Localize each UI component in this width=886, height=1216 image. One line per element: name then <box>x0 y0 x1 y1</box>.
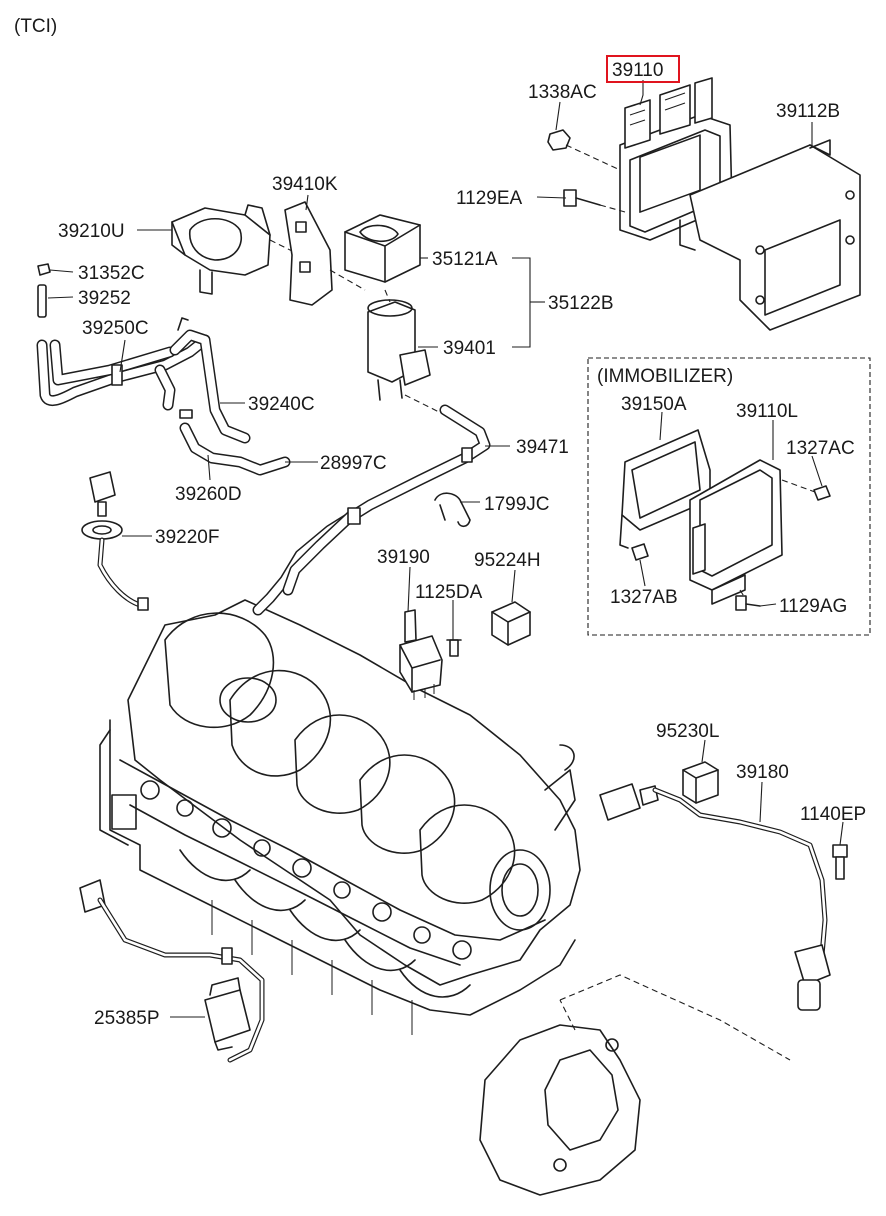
part-label-imm-bracket[interactable]: 39150A <box>621 394 687 415</box>
sensor-25385p-drawing <box>79 879 265 1063</box>
part-label-39252[interactable]: 39252 <box>78 288 131 309</box>
sensor-39220f-drawing <box>81 471 149 611</box>
part-label-39260d[interactable]: 39260D <box>175 484 242 505</box>
part-label-imm-nut-b[interactable]: 1327AB <box>610 587 678 608</box>
part-label-25385p[interactable]: 25385P <box>94 1008 160 1029</box>
part-label-1140ep[interactable]: 1140EP <box>800 804 866 825</box>
valve-39401-drawing <box>367 289 431 401</box>
relay-39190-drawing <box>399 609 443 700</box>
part-label-39240c[interactable]: 39240C <box>248 394 315 415</box>
part-label-ecm-bolt[interactable]: 1129EA <box>456 188 523 209</box>
part-label-imm-nut-a[interactable]: 1327AC <box>786 438 855 459</box>
nut-1338ac-drawing <box>547 129 621 171</box>
immobilizer-title: (IMMOBILIZER) <box>597 366 733 387</box>
immobilizer-ecm-drawing <box>689 459 816 605</box>
hose-39471-drawing <box>252 394 491 616</box>
leader-lines <box>47 80 844 1018</box>
immobilizer-group-box <box>587 357 871 636</box>
part-label-35122b[interactable]: 35122B <box>548 293 614 314</box>
cover-35121a-drawing <box>344 214 421 283</box>
part-label-imm-bolt[interactable]: 1129AG <box>779 596 847 617</box>
sensor-39180-drawing <box>599 783 831 1011</box>
bracket-39410k-drawing <box>284 201 366 306</box>
relay-95224h-drawing <box>491 601 531 646</box>
engine-block-drawing <box>99 599 791 1196</box>
nut-1327ac-drawing <box>813 485 831 501</box>
part-label-ecm[interactable]: 39110 <box>612 60 663 81</box>
ecm-highlight-box[interactable] <box>606 55 680 83</box>
part-label-39250c[interactable]: 39250C <box>82 318 149 339</box>
part-label-39180[interactable]: 39180 <box>736 762 789 783</box>
bolt-1125da-drawing <box>446 639 462 657</box>
part-label-39190[interactable]: 39190 <box>377 547 430 568</box>
relay-95230l-drawing <box>682 761 719 804</box>
variant-label: (TCI) <box>14 16 57 37</box>
part-label-95230l[interactable]: 95230L <box>656 721 719 742</box>
part-label-95224h[interactable]: 95224H <box>474 550 541 571</box>
ecm-bracket-drawing <box>679 139 861 331</box>
part-label-39410k[interactable]: 39410K <box>272 174 338 195</box>
part-label-1125da[interactable]: 1125DA <box>415 582 483 603</box>
valve-39210u-drawing <box>171 204 301 295</box>
part-label-35121a[interactable]: 35121A <box>432 249 498 270</box>
bolt-1129ag-drawing <box>735 595 761 611</box>
part-label-31352c[interactable]: 31352C <box>78 263 145 284</box>
small-clamp-pipe-drawing <box>37 263 51 318</box>
part-label-39210u[interactable]: 39210U <box>58 221 125 242</box>
part-label-imm-ecm[interactable]: 39110L <box>736 401 798 422</box>
part-label-1799jc[interactable]: 1799JC <box>484 494 550 515</box>
clip-1799jc-drawing <box>434 492 471 528</box>
bolt-1140ep-drawing <box>832 844 848 880</box>
part-label-ecm-nut[interactable]: 1338AC <box>528 82 597 103</box>
hose-group-drawing <box>36 317 291 476</box>
bolt-1129ea-drawing <box>563 189 626 213</box>
part-label-39220f[interactable]: 39220F <box>155 527 219 548</box>
part-label-39401[interactable]: 39401 <box>443 338 496 359</box>
part-label-ecm-bracket[interactable]: 39112B <box>776 101 840 122</box>
part-label-28997c[interactable]: 28997C <box>320 453 387 474</box>
nut-1327ab-drawing <box>631 543 649 561</box>
part-label-39471[interactable]: 39471 <box>516 437 569 458</box>
immobilizer-bracket-drawing <box>619 429 711 549</box>
